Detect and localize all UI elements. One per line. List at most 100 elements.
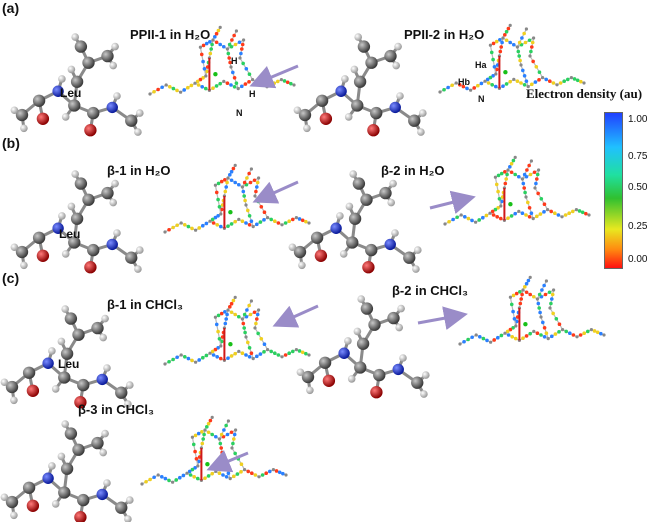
critical-point [216,346,220,350]
critical-point [232,76,237,80]
critical-point [210,432,214,437]
atom-node [164,83,168,87]
carbon-atom [408,114,421,127]
hydrogen-atom [103,479,111,487]
critical-point [255,312,260,317]
atom-node [251,78,255,82]
critical-point [451,217,455,222]
ring-critical-point [523,322,528,327]
carbon-atom [5,495,19,509]
critical-point [231,166,236,171]
nitrogen-atom [392,363,404,376]
critical-point [524,281,529,286]
hydrogen-atom [395,323,404,332]
atom-node [528,54,532,58]
critical-point [513,211,517,216]
title-beta-2-water: β-2 in H₂O [381,163,445,178]
oxygen-atom [36,249,50,262]
atom-node [230,446,234,450]
critical-point [535,177,539,181]
carbon-atom [32,231,46,244]
critical-point [232,432,237,437]
critical-point [537,306,541,310]
critical-point [477,218,482,222]
carbon-atom [60,347,74,360]
critical-point [568,331,572,336]
atom-node [569,76,574,80]
critical-point [229,83,233,87]
carbon-atom [22,481,36,494]
hydrogen-atom [136,109,144,117]
critical-point [525,168,529,172]
critical-point [562,79,566,83]
critical-point [504,38,509,43]
critical-point [239,470,243,474]
critical-point [535,172,540,177]
carbon-atom [74,40,88,53]
critical-point [200,441,205,446]
critical-point [200,85,204,89]
critical-point [563,213,568,217]
atom-node [226,419,230,423]
atom-node [249,299,253,303]
critical-point [527,38,532,43]
critical-point [199,52,204,57]
critical-point [268,469,272,474]
critical-point [233,219,237,224]
critical-point [276,79,280,84]
atom-node [544,279,549,283]
critical-point [258,220,263,224]
atom-node [251,225,255,229]
critical-point [201,223,205,228]
critical-point [201,437,205,441]
critical-point [494,84,498,89]
critical-point [544,77,548,82]
critical-point [506,26,511,31]
critical-point [578,333,583,337]
atom-node [238,56,242,60]
oxygen-atom [26,499,40,512]
critical-point [226,356,230,360]
critical-point [216,214,220,218]
critical-point [500,40,504,45]
critical-point [517,174,521,179]
ring-critical-point [205,462,210,467]
critical-point [237,40,242,45]
critical-point [260,473,265,477]
hydrogen-atom [101,429,109,438]
critical-point [193,433,198,438]
carbon-atom [64,312,78,325]
critical-point [447,219,451,224]
critical-point [521,181,526,186]
critical-point [240,351,245,356]
critical-point [223,178,227,182]
hydrogen-atom [339,250,348,258]
atom-node [514,324,518,328]
critical-point [556,213,561,217]
hydrogen-atom [20,124,28,133]
atom-node [271,468,275,472]
critical-point [197,226,201,230]
critical-point [512,42,516,47]
critical-point [558,81,563,85]
critical-point [520,211,525,215]
critical-point [274,469,279,473]
atom-node [533,186,537,190]
hydrogen-atom [347,375,356,383]
atom-node [140,482,144,486]
critical-point [242,312,247,317]
critical-point [237,314,241,319]
atom-node [589,328,594,332]
critical-point [516,49,521,54]
critical-point [291,217,295,222]
critical-point [175,355,179,360]
critical-point [191,442,196,447]
critical-point [537,70,542,74]
atom-node [213,183,217,187]
atom-node [214,469,218,473]
critical-point [488,75,493,80]
critical-point [582,331,586,336]
critical-point [496,206,500,210]
critical-point [508,40,512,45]
critical-point [509,214,514,218]
